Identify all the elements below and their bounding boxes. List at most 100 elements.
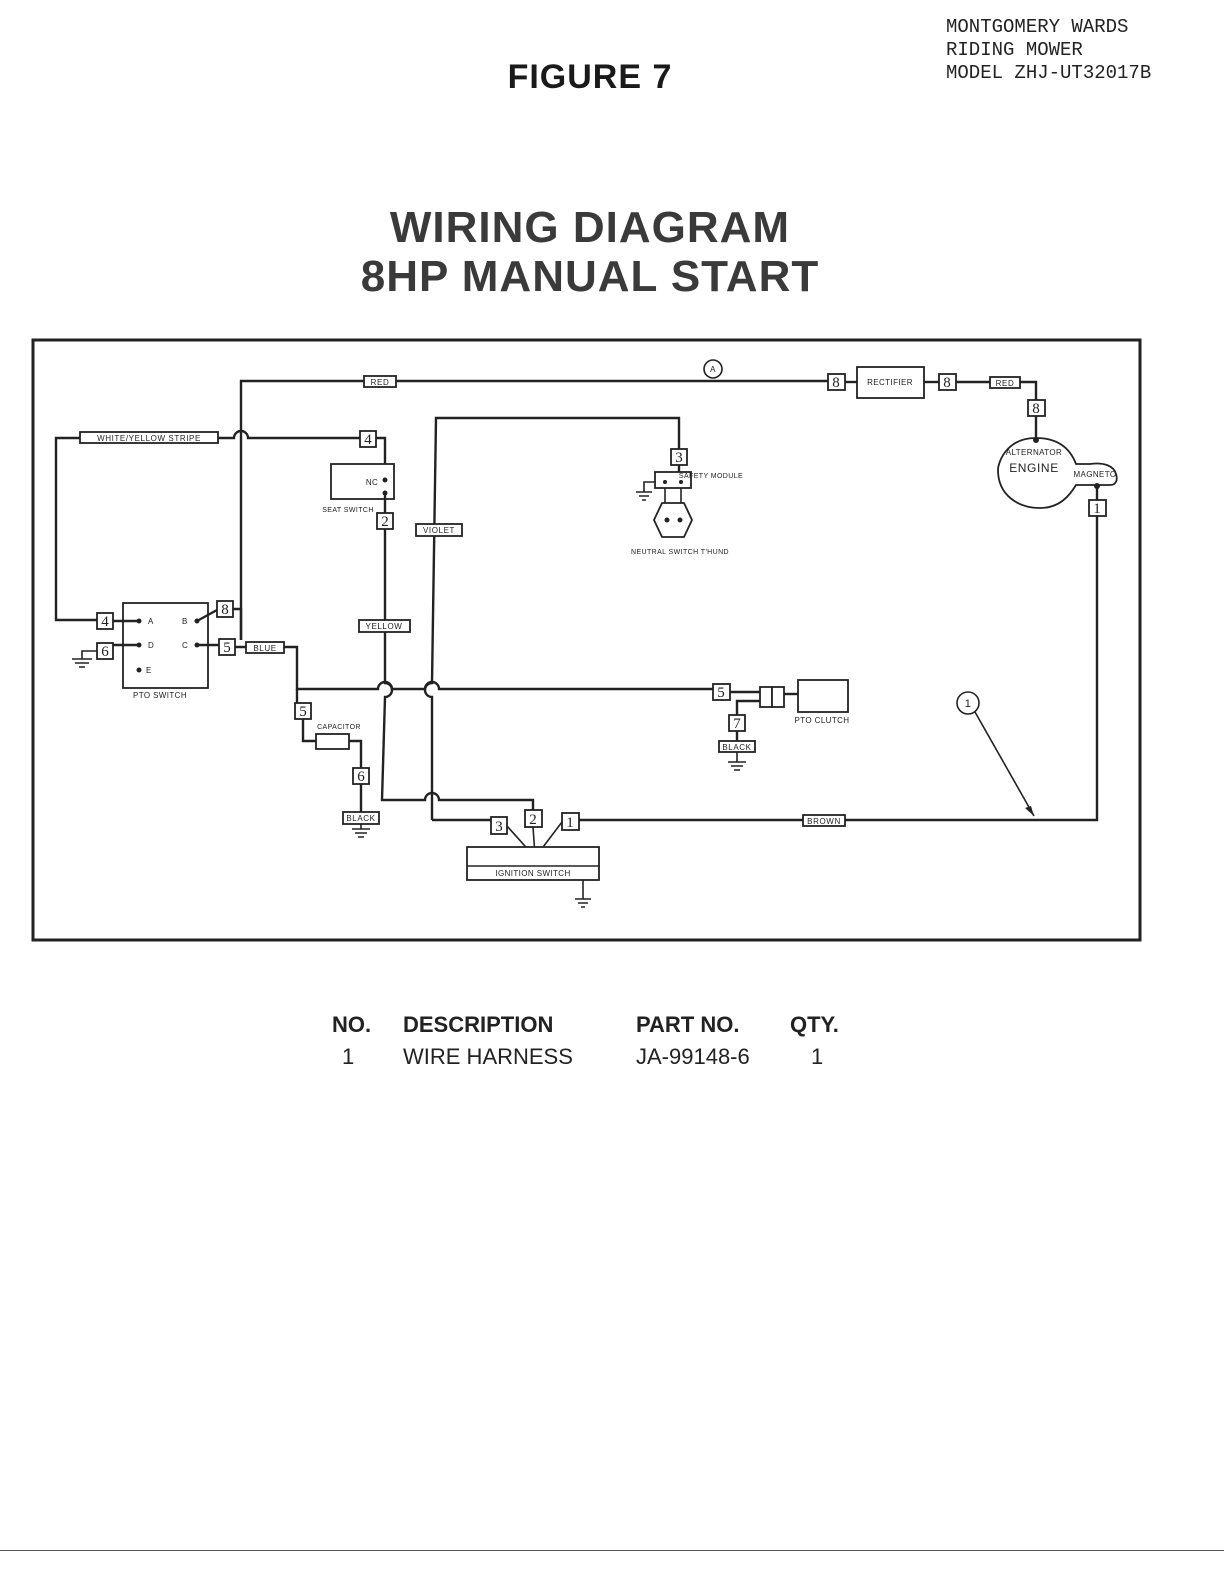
pto-clutch-ground (728, 752, 746, 771)
wire-label-blue: BLUE (253, 644, 276, 653)
neutral-switch-label: NEUTRAL SWITCH T'HUND (631, 549, 729, 556)
neutral-switch-pin-right (677, 517, 683, 523)
ignition-switch-label: IGNITION SWITCH (495, 869, 570, 878)
safety-module-ground (636, 481, 655, 501)
cell-part-no: JA-99148-6 (636, 1044, 750, 1069)
wire-label-brown: BROWN (807, 817, 841, 826)
wire-label-yellow: YELLOW (366, 622, 403, 631)
header-part-no: PART NO. (636, 1012, 740, 1037)
wire-red-top (239, 379, 828, 640)
wire-pto-b-up (233, 607, 243, 640)
callout-a-circle (703, 359, 723, 379)
header-qty: QTY. (790, 1012, 839, 1037)
terminal-ign-2-label: 2 (529, 812, 537, 828)
rectifier-box (856, 366, 925, 399)
wire-label-black-pto: BLACK (722, 743, 751, 752)
capacitor-ground (352, 824, 370, 838)
wire-clutch-ground-link (735, 699, 760, 715)
terminal-seat-bottom-label: 2 (381, 514, 389, 530)
wire-tag-white-yellow (79, 431, 219, 444)
wire-pto-b-link (196, 608, 218, 623)
terminal-seat-top-label: 4 (364, 432, 372, 448)
terminal-pto-gnd-label: 6 (101, 644, 109, 660)
engine-outline (997, 437, 1118, 509)
terminal-cap-bottom-label: 6 (357, 769, 365, 785)
header-description: DESCRIPTION (403, 1012, 554, 1037)
callout-1-leader (974, 711, 1035, 817)
wire-label-red-top: RED (371, 378, 390, 387)
wire-label-red-right: RED (996, 379, 1015, 388)
pto-terminal-d (136, 642, 142, 648)
wire-label-black-capacitor: BLACK (346, 814, 375, 823)
rectifier-label: RECTIFIER (867, 378, 913, 387)
ignition-switch-box (466, 846, 600, 881)
pto-terminal-d-label: D (148, 641, 154, 650)
seat-switch-terminal-top (382, 477, 388, 483)
wire-blue (235, 645, 713, 691)
safety-module-box (654, 471, 692, 489)
wire-brown (579, 516, 1099, 822)
terminal-ign-1 (561, 812, 580, 831)
header-no: NO. (332, 1012, 372, 1037)
footer-rule (0, 1550, 1224, 1551)
seat-switch-label: SEAT SWITCH (322, 507, 374, 514)
wire-label-white-yellow: WHITE/YELLOW STRIPE (97, 434, 201, 443)
wire-pto-a-link (62, 618, 138, 623)
header-line-model: MODEL ZHJ-UT32017B (946, 62, 1152, 84)
safety-module-label: SAFETY MODULE (679, 473, 743, 480)
neutral-switch-pin-left (664, 517, 670, 523)
pto-clutch-box (797, 679, 849, 713)
diagram-frame (31, 338, 1142, 942)
terminal-rect-out-label: 8 (943, 375, 951, 391)
neutral-switch-body (653, 502, 693, 538)
pto-clutch-label: PTO CLUTCH (795, 716, 850, 725)
wire-tag-red-top (363, 375, 397, 388)
capacitor-body (315, 733, 350, 750)
pto-terminal-e (136, 667, 142, 673)
terminal-pto-b-label: 8 (221, 602, 229, 618)
cell-qty: 1 (811, 1044, 824, 1069)
terminal-magneto-label: 1 (1093, 501, 1101, 517)
wire-tag-yellow (358, 619, 411, 633)
wire-tag-red-right (989, 376, 1021, 389)
engine-label: ENGINE (1009, 461, 1059, 475)
terminal-pto-c-label: 5 (223, 640, 231, 656)
pto-terminal-c-label: C (182, 641, 188, 650)
terminal-ign-1-label: 1 (566, 815, 574, 831)
callout-1-label: 1 (965, 698, 972, 710)
wire-tag-brown (802, 814, 846, 827)
seat-switch-contact-label: NC (366, 478, 378, 487)
pto-switch-label: PTO SWITCH (133, 691, 187, 700)
wire-tag-blue (245, 641, 285, 654)
terminal-ign-3-label: 3 (495, 819, 503, 835)
pto-terminal-e-label: E (146, 666, 152, 675)
pto-terminal-a (136, 618, 142, 624)
wire-tag-violet (415, 523, 463, 537)
wire-label-violet: VIOLET (423, 526, 455, 535)
wire-cap-in (301, 719, 316, 743)
clutch-connector-b (771, 686, 785, 708)
clutch-connector-a (759, 686, 773, 708)
callout-1-circle (956, 691, 980, 715)
safety-module-terminal-left (663, 480, 667, 484)
terminal-pto-a-label: 4 (101, 614, 109, 630)
callout-1-arrowhead (1025, 806, 1034, 816)
wire-violet (423, 416, 681, 820)
alternator-terminal (1033, 437, 1039, 443)
wire-yellow (380, 529, 535, 810)
terminal-cap-top-label: 5 (299, 704, 307, 720)
diagram-title-line1: WIRING DIAGRAM (389, 203, 791, 252)
terminal-alt-label: 8 (1032, 401, 1040, 417)
figure-title: FIGURE 7 (507, 58, 673, 96)
ignition-ground (575, 880, 591, 908)
callout-a-label: A (710, 365, 716, 374)
terminal-ign-3 (490, 816, 508, 835)
magneto-label: MAGNETO (1073, 470, 1116, 479)
capacitor-label: CAPACITOR (317, 724, 361, 731)
safety-module-terminal-right (679, 480, 683, 484)
alternator-label: ALTERNATOR (1006, 448, 1062, 457)
header-line-company: MONTGOMERY WARDS (946, 16, 1129, 38)
header-line-product: RIDING MOWER (946, 39, 1083, 61)
diagram-title-line2: 8HP MANUAL START (360, 252, 820, 301)
pto-terminal-a-label: A (148, 617, 154, 626)
